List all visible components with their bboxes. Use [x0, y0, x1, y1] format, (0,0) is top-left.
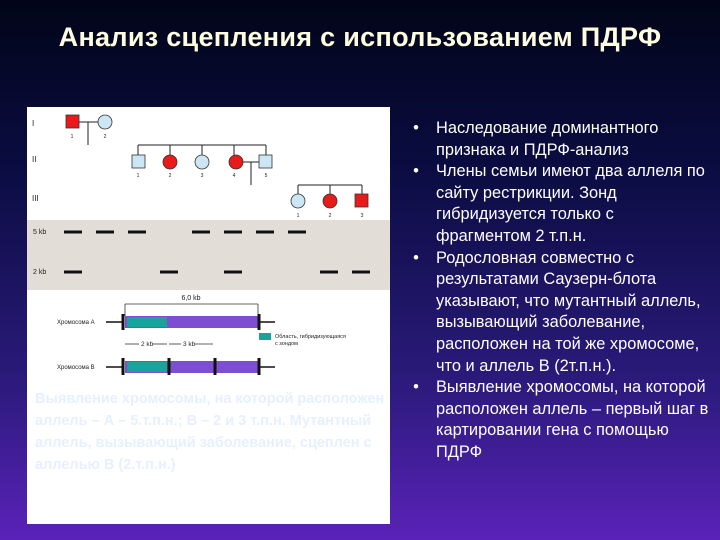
legend-swatch: [259, 333, 271, 340]
distance-bracket-6kb: [125, 304, 258, 316]
legend-line-2: с зондом: [275, 341, 298, 347]
band-label-2kb: 2 kb: [33, 269, 46, 276]
pedigree-number: 1: [137, 173, 140, 179]
pedigree-female-unaffected: [98, 115, 112, 129]
pedigree-female-affected: [163, 155, 177, 169]
bullet-marker: •: [410, 248, 422, 270]
distance-label: 6,0 kb: [181, 295, 200, 302]
generation-label-ii: II: [32, 155, 36, 164]
pedigree-female-unaffected: [195, 155, 209, 169]
pedigree-number: 3: [361, 213, 364, 219]
bullet-text: Наследование доминантного признака и ПДР…: [436, 119, 658, 159]
pedigree-male-unaffected: [132, 155, 145, 168]
pedigree-male-unaffected: [259, 155, 272, 168]
generation-label-iii: III: [32, 194, 39, 203]
bullet-marker: •: [410, 118, 422, 140]
pedigree-number: 5: [265, 173, 268, 179]
pedigree-female-affected: [323, 194, 337, 208]
pedigree-lines: [79, 122, 362, 194]
pedigree-number: 4: [233, 173, 236, 179]
pedigree-number: 1: [71, 134, 74, 140]
bullet-item: • Члены семьи имеют два аллеля по сайту …: [403, 161, 713, 247]
chromosome-b-probe-region: [127, 362, 167, 372]
bullet-item: • Родословная совместно с результатами С…: [403, 248, 713, 378]
pedigree-number: 2: [169, 173, 172, 179]
pedigree-number: 1: [297, 213, 300, 219]
chromosome-a-probe-region: [127, 317, 167, 327]
segment-label-3kb: 3 kb: [183, 341, 196, 348]
bullet-marker: •: [410, 377, 422, 399]
pedigree-male-affected: [66, 115, 79, 128]
pedigree-number: 2: [329, 213, 332, 219]
pedigree-male-affected: [355, 194, 368, 207]
segment-label-2kb: 2 kb: [141, 341, 154, 348]
chromosome-b-label: Хромосома В: [57, 365, 95, 371]
bullet-item: • Наследование доминантного признака и П…: [403, 118, 713, 161]
pedigree-female-affected: [229, 155, 243, 169]
bullet-marker: •: [410, 161, 422, 183]
legend-line-1: Область, гибридизующаяся: [275, 334, 346, 340]
bullet-item: • Выявление хромосомы, на которой распол…: [403, 377, 713, 463]
band-label-5kb: 5 kb: [33, 229, 46, 236]
pedigree-number: 3: [201, 173, 204, 179]
bullet-text: Выявление хромосомы, на которой располож…: [436, 378, 708, 461]
pedigree-female-unaffected: [291, 194, 305, 208]
figure-caption: Выявление хромосомы, на которой располож…: [35, 388, 395, 476]
bullet-list: • Наследование доминантного признака и П…: [403, 118, 713, 464]
bullet-text: Родословная совместно с результатами Сау…: [436, 249, 701, 375]
slide-title: Анализ сцепления с использованием ПДРФ: [40, 18, 680, 56]
bullet-text: Члены семьи имеют два аллеля по сайту ре…: [436, 162, 705, 245]
pedigree-number: 2: [104, 134, 107, 140]
chromosome-a-label: Хромосома А: [57, 320, 95, 326]
generation-label-i: I: [32, 119, 34, 128]
